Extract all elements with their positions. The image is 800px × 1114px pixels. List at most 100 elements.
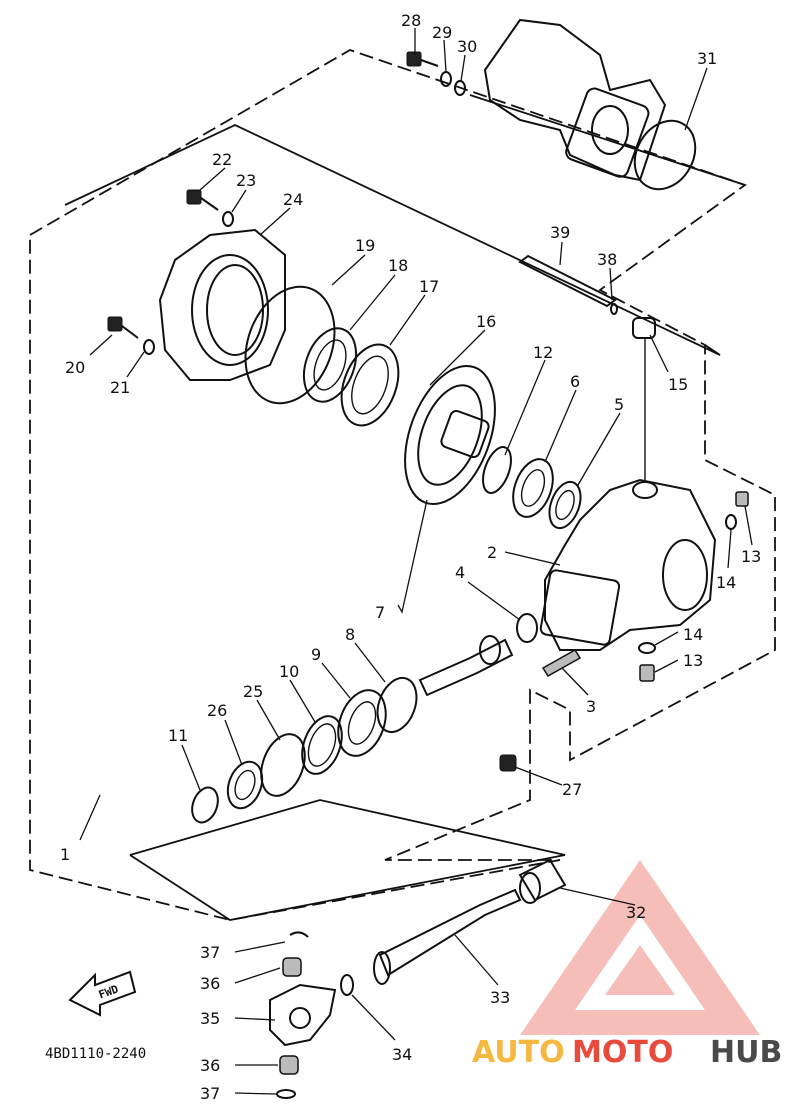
part-8-shim (376, 676, 418, 734)
part-29-washer (440, 71, 452, 87)
part-13-drain-plug-lower (639, 664, 655, 682)
callout-5: 5 (614, 395, 624, 414)
part-9-bearing (337, 689, 387, 757)
part-5-inner (555, 489, 575, 521)
callout-29: 29 (432, 23, 452, 42)
callout-28: 28 (401, 11, 421, 30)
part-37-circlip-lower (276, 1089, 296, 1099)
callout-36-upper: 36 (200, 974, 220, 993)
callout-17: 17 (419, 277, 439, 296)
housing-group-frame (64, 124, 721, 356)
callout-6: 6 (570, 372, 580, 391)
callout-14-lower: 14 (683, 625, 703, 644)
part-16-ring-gear (404, 364, 496, 506)
part-17-inner (351, 355, 389, 415)
callout-19: 19 (355, 236, 375, 255)
part-36-bearing-cup-lower (279, 1055, 299, 1075)
part-25-o-ring (260, 733, 306, 797)
part-6-inner (520, 469, 546, 507)
part-23-washer (222, 211, 234, 227)
callout-37-lower: 37 (200, 1084, 220, 1103)
part-24-cover (158, 228, 286, 381)
part-9-inner (347, 701, 377, 745)
part-35-universal-joint (269, 983, 337, 1047)
part-10-inner (307, 723, 337, 767)
callout-22: 22 (212, 150, 232, 169)
callout-32: 32 (626, 903, 646, 922)
part-31-gasket (633, 119, 697, 191)
callout-27: 27 (562, 780, 582, 799)
callout-25: 25 (243, 682, 263, 701)
callout-3: 3 (586, 697, 596, 716)
part-20-bolt (107, 316, 139, 339)
callout-15: 15 (668, 375, 688, 394)
callout-13-lower: 13 (683, 651, 703, 670)
callout-7: 7 (375, 603, 385, 622)
part-15-breather (632, 317, 656, 480)
part-27-nut (499, 754, 517, 772)
part-39-pin (518, 254, 617, 308)
callout-31: 31 (697, 49, 717, 68)
callout-24: 24 (283, 190, 303, 209)
callout-36-lower: 36 (200, 1056, 220, 1075)
part-34-circlip (340, 974, 354, 996)
part-26-inner (234, 769, 256, 801)
callout-39: 39 (550, 223, 570, 242)
fwd-arrow-icon: FWD (68, 970, 137, 1017)
callout-1: 1 (60, 845, 70, 864)
brand-part-moto: MOTO (572, 1035, 673, 1070)
part-10-bearing-retainer (301, 715, 343, 775)
callout-8: 8 (345, 625, 355, 644)
watermark-logo (520, 860, 760, 1035)
part-37-circlip-upper (289, 931, 309, 938)
part-18-inner (313, 339, 347, 391)
part-36-bearing-cup-upper (282, 957, 302, 977)
part-14-gasket-lower (638, 642, 656, 654)
callout-34: 34 (392, 1045, 412, 1064)
part-6-bearing (512, 458, 554, 518)
shaft-group-frame (129, 799, 566, 921)
callout-33: 33 (490, 988, 510, 1007)
callout-30: 30 (457, 37, 477, 56)
main-assembly-frame (29, 49, 776, 921)
part-3-stud-bolt (541, 648, 582, 678)
part-28-bolt (406, 51, 439, 67)
part-5-oil-seal (548, 480, 582, 530)
brand-watermark: AUTO MOTO HUB (472, 1035, 782, 1070)
part-14-gasket-upper (725, 514, 737, 530)
callout-37-upper: 37 (200, 943, 220, 962)
top-group-frame (469, 94, 746, 186)
leader-lines (79, 28, 753, 1095)
part-7-pinion-gear (418, 635, 514, 697)
callout-20: 20 (65, 358, 85, 377)
part-26-bearing (226, 760, 264, 810)
part-19-shim (244, 285, 336, 405)
part-17-bearing (340, 343, 400, 427)
callout-23: 23 (236, 171, 256, 190)
callout-38: 38 (597, 250, 617, 269)
callout-12: 12 (533, 343, 553, 362)
callout-14-upper: 14 (716, 573, 736, 592)
part-33-drive-shaft (373, 888, 522, 985)
diagram-code: 4BD1110-2240 (45, 1046, 146, 1062)
callout-2: 2 (487, 543, 497, 562)
part-22-bolt (186, 189, 219, 211)
part-30-washer (454, 80, 466, 96)
part-4-bearing (516, 613, 538, 643)
part-13-drain-plug-upper (735, 491, 749, 507)
callout-13-upper: 13 (741, 547, 761, 566)
callout-18: 18 (388, 256, 408, 275)
part-11-oil-seal (191, 786, 219, 824)
callout-labels: 28 29 30 31 22 23 24 20 2 1 19 18 17 16 1… (60, 11, 761, 1103)
callout-16: 16 (476, 312, 496, 331)
brand-part-auto: AUTO (472, 1035, 565, 1070)
part-2-gear-case (539, 478, 717, 651)
callout-10: 10 (279, 662, 299, 681)
part-18-oil-seal (302, 327, 358, 403)
part-21-washer (143, 339, 155, 355)
part-12-thrust-plate (482, 446, 512, 494)
callout-35: 35 (200, 1009, 220, 1028)
callout-11: 11 (168, 726, 188, 745)
